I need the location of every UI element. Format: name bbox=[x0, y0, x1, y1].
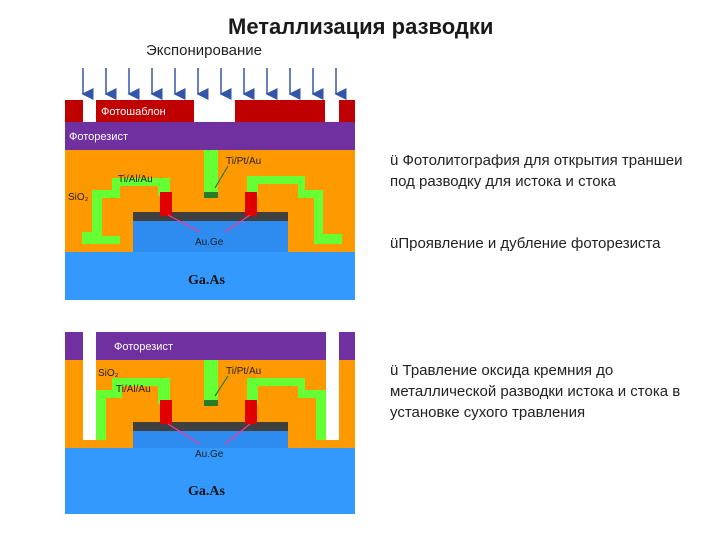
photomask-left bbox=[65, 100, 83, 122]
pointer-auge-right bbox=[224, 423, 251, 445]
auge-contact-left bbox=[160, 192, 172, 216]
photomask-label: Фотошаблон bbox=[101, 106, 166, 118]
tialau-wiring-right bbox=[247, 378, 326, 440]
photomask-segment bbox=[235, 100, 325, 122]
gaas-substrate bbox=[65, 252, 355, 300]
exposure-arrows bbox=[81, 68, 347, 100]
auge-label: Au.Ge bbox=[195, 237, 224, 248]
diagram-top: Фотошаблон Фоторезист SiO₂ Ti/Al/Au Ti/P… bbox=[65, 100, 355, 300]
gaas-label: Ga.As bbox=[188, 273, 226, 288]
mesa bbox=[133, 428, 288, 448]
gaas-substrate bbox=[65, 448, 355, 514]
photomask-right bbox=[339, 100, 355, 122]
bullet-photolithography: ü Фотолитография для открытия траншеи по… bbox=[390, 152, 683, 190]
tiptau-gate bbox=[204, 150, 218, 196]
gate-foot bbox=[204, 192, 218, 198]
photoresist-layer bbox=[96, 332, 339, 360]
dark-layer bbox=[133, 422, 288, 431]
photomask-segment bbox=[96, 100, 194, 122]
sio2-label: SiO₂ bbox=[98, 368, 119, 379]
auge-label: Au.Ge bbox=[195, 449, 224, 460]
tiptau-label: Ti/Pt/Au bbox=[226, 156, 261, 167]
gaas-label: Ga.As bbox=[188, 484, 226, 499]
photoresist-left bbox=[65, 332, 83, 360]
tialau-wiring-right bbox=[247, 176, 342, 244]
tialau-wiring-left bbox=[82, 178, 170, 244]
bullet-dry-etching: ü Травление оксида кремния до металличес… bbox=[390, 362, 681, 421]
photoresist-label: Фоторезист bbox=[69, 131, 128, 143]
pointer-auge-left bbox=[167, 423, 201, 445]
tialau-label: Ti/Al/Au bbox=[118, 174, 153, 185]
pointer-tiptau bbox=[214, 165, 229, 189]
mesa bbox=[133, 218, 288, 252]
gate-foot bbox=[204, 400, 218, 406]
photoresist-right bbox=[339, 332, 355, 360]
tialau-wiring-left bbox=[96, 378, 170, 440]
diagram-bottom: Фоторезист SiO₂ Ti/Al/Au Ti/Pt/Au Au.Ge … bbox=[65, 332, 355, 514]
tiptau-gate bbox=[204, 360, 218, 404]
tialau-label: Ti/Al/Au bbox=[116, 384, 151, 395]
exposure-label: Экспонирование bbox=[146, 42, 262, 59]
auge-contact-left bbox=[160, 400, 172, 424]
photoresist-label: Фоторезист bbox=[114, 341, 173, 353]
auge-contact-right bbox=[245, 400, 257, 424]
trench-right bbox=[326, 332, 339, 440]
tiptau-label: Ti/Pt/Au bbox=[226, 366, 261, 377]
pointer-tiptau bbox=[214, 375, 229, 397]
dark-layer bbox=[133, 212, 288, 221]
photoresist-layer bbox=[65, 122, 355, 150]
page-title: Металлизация разводки bbox=[228, 14, 494, 39]
pointer-auge-right bbox=[224, 214, 251, 233]
bullet-development: üПроявление и дубление фоторезиста bbox=[390, 235, 661, 252]
sio2-label: SiO₂ bbox=[68, 192, 89, 203]
auge-contact-right bbox=[245, 192, 257, 216]
trench-left bbox=[83, 332, 96, 440]
pointer-auge-left bbox=[167, 214, 201, 233]
